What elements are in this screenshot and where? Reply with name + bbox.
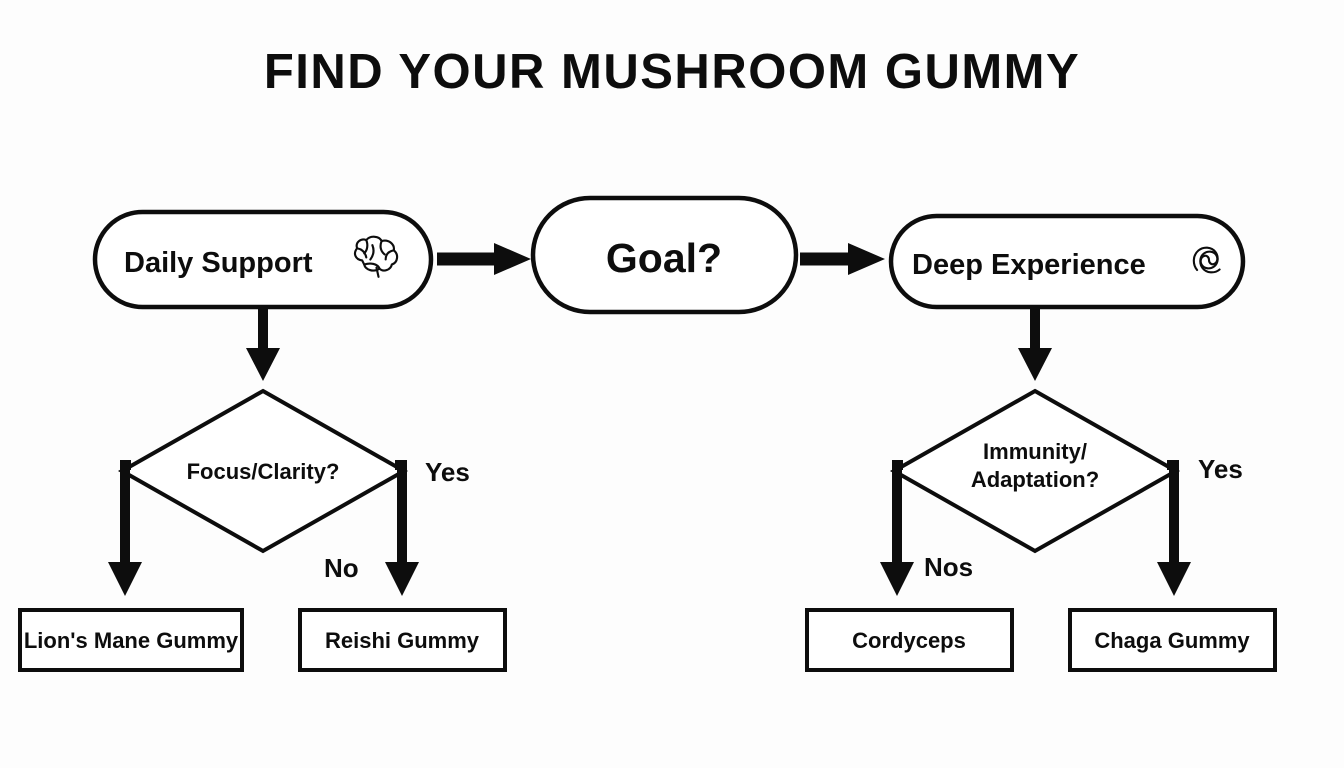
outcome-lions-mane-label: Lion's Mane Gummy bbox=[24, 628, 239, 653]
node-daily-support-label: Daily Support bbox=[124, 247, 313, 279]
edge-label-focus-no: No bbox=[324, 553, 359, 583]
edge-daily-to-goal bbox=[437, 243, 531, 275]
node-immunity-decision[interactable]: Immunity/ Adaptation? bbox=[889, 388, 1181, 554]
outcome-reishi-label: Reishi Gummy bbox=[325, 628, 480, 653]
edge-label-focus-yes: Yes bbox=[425, 457, 470, 487]
arrowhead-icon bbox=[108, 562, 142, 596]
node-daily-support[interactable]: Daily Support bbox=[92, 209, 434, 310]
node-focus-decision[interactable]: Focus/Clarity? bbox=[117, 388, 409, 554]
node-goal-label: Goal? bbox=[606, 235, 722, 281]
outcome-cordyceps-label: Cordyceps bbox=[852, 628, 966, 653]
arrowhead-icon bbox=[1157, 562, 1191, 596]
node-deep-experience-label: Deep Experience bbox=[912, 249, 1146, 281]
outcome-chaga-label: Chaga Gummy bbox=[1094, 628, 1250, 653]
edge-deep-to-immunity bbox=[1018, 309, 1052, 381]
page-title: FIND YOUR MUSHROOM GUMMY bbox=[264, 45, 1080, 99]
brain-icon bbox=[353, 235, 399, 278]
spiral-icon bbox=[1192, 246, 1221, 274]
node-goal[interactable]: Goal? bbox=[530, 195, 799, 315]
node-immunity-decision-label-line1: Immunity/ bbox=[983, 439, 1087, 464]
node-focus-decision-label: Focus/Clarity? bbox=[187, 459, 340, 484]
outcome-chaga[interactable]: Chaga Gummy bbox=[1068, 608, 1277, 672]
outcome-cordyceps[interactable]: Cordyceps bbox=[805, 608, 1014, 672]
arrowhead-icon bbox=[880, 562, 914, 596]
arrowhead-icon bbox=[246, 348, 280, 381]
edge-goal-to-deep bbox=[800, 243, 885, 275]
outcome-lions-mane[interactable]: Lion's Mane Gummy bbox=[18, 608, 244, 672]
arrowhead-icon bbox=[848, 243, 885, 275]
edge-immunity-no bbox=[880, 460, 914, 596]
edge-focus-no bbox=[108, 460, 142, 596]
arrowhead-icon bbox=[385, 562, 419, 596]
arrowhead-icon bbox=[494, 243, 531, 275]
arrowhead-icon bbox=[1018, 348, 1052, 381]
edge-daily-to-focus bbox=[246, 309, 280, 381]
edge-immunity-yes bbox=[1157, 460, 1191, 596]
edge-label-immunity-yes: Yes bbox=[1198, 454, 1243, 484]
edge-focus-yes bbox=[385, 460, 419, 596]
edge-label-immunity-no: Nos bbox=[924, 552, 973, 582]
node-deep-experience[interactable]: Deep Experience bbox=[888, 213, 1246, 310]
node-immunity-decision-label-line2: Adaptation? bbox=[971, 467, 1099, 492]
outcome-reishi[interactable]: Reishi Gummy bbox=[298, 608, 507, 672]
